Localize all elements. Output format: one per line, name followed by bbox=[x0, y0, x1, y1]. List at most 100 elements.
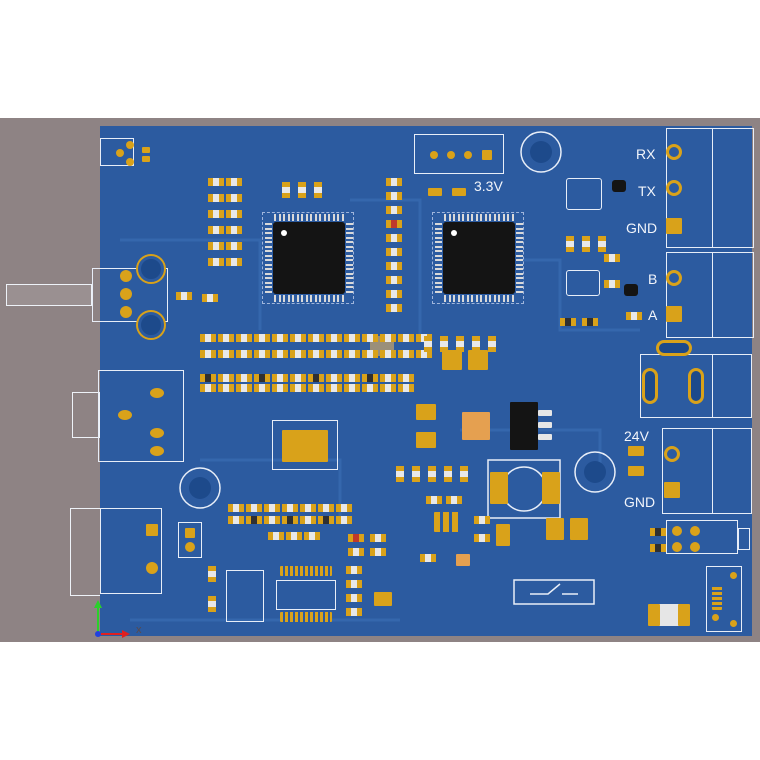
ic-pin bbox=[346, 236, 353, 239]
pin1-marker bbox=[281, 230, 287, 236]
ic-pin bbox=[346, 232, 353, 234]
smd-component bbox=[412, 466, 420, 482]
pad bbox=[142, 156, 150, 162]
smd-component bbox=[650, 544, 666, 552]
ic-pin bbox=[346, 277, 353, 279]
ic-pin bbox=[314, 295, 317, 302]
smd-component bbox=[226, 242, 242, 250]
inductor-pad bbox=[542, 472, 560, 504]
ic-pin bbox=[511, 214, 514, 221]
smd-component bbox=[386, 192, 402, 200]
header-right-lower bbox=[666, 520, 738, 554]
switch-footprint bbox=[100, 138, 134, 166]
smd-component bbox=[208, 242, 224, 250]
ic-pin bbox=[435, 290, 442, 293]
ic-pin bbox=[265, 272, 272, 275]
ic-pin bbox=[283, 295, 285, 302]
ic-pin bbox=[502, 214, 505, 221]
soic-pins-bottom bbox=[280, 612, 332, 622]
ic-pin bbox=[435, 263, 442, 266]
smd-component bbox=[604, 254, 620, 262]
smd-component bbox=[446, 496, 462, 504]
smd-component bbox=[420, 554, 436, 562]
ic-pin bbox=[310, 295, 312, 302]
pad bbox=[434, 512, 460, 532]
ic-pin bbox=[301, 295, 303, 302]
smd-component bbox=[236, 374, 252, 382]
soic-pins-top bbox=[280, 566, 332, 576]
smd-component bbox=[386, 276, 402, 284]
smd-component bbox=[488, 336, 496, 352]
pad bbox=[456, 554, 470, 566]
voltage-regulator bbox=[510, 402, 538, 450]
ic-pin bbox=[337, 214, 339, 221]
ic-pin bbox=[265, 236, 272, 239]
smd-component bbox=[202, 294, 218, 302]
ic-pin bbox=[516, 268, 523, 270]
pad bbox=[416, 404, 436, 420]
smd-component bbox=[362, 374, 378, 382]
ic-pin bbox=[265, 227, 272, 230]
smd-component bbox=[362, 384, 378, 392]
ic-pin bbox=[516, 223, 523, 225]
smd-component bbox=[386, 178, 402, 186]
smd-component bbox=[344, 334, 360, 342]
pad bbox=[648, 604, 660, 626]
ic-pin bbox=[341, 214, 344, 221]
terminal-rs485-inner bbox=[712, 252, 754, 338]
smd-component bbox=[336, 504, 352, 512]
ic-pin bbox=[346, 254, 353, 257]
label-a: A bbox=[648, 307, 658, 323]
ic-pin bbox=[453, 295, 455, 302]
ic-pin bbox=[516, 259, 523, 261]
ic-pin bbox=[475, 214, 478, 221]
smd-component bbox=[236, 384, 252, 392]
ic-pin bbox=[346, 241, 353, 243]
ic-pin bbox=[462, 295, 464, 302]
ic-pin bbox=[435, 254, 442, 257]
ic-pin bbox=[292, 214, 294, 221]
pad bbox=[146, 562, 158, 574]
jack-pad bbox=[118, 410, 132, 420]
smd-component bbox=[426, 496, 442, 504]
smd-component bbox=[208, 194, 224, 202]
pad bbox=[185, 528, 195, 538]
ic-pin bbox=[516, 286, 523, 288]
ic-pin bbox=[516, 263, 523, 266]
smd-component bbox=[218, 374, 234, 382]
ic-pin bbox=[435, 259, 442, 261]
ic-pin bbox=[516, 232, 523, 234]
smd-component bbox=[326, 374, 342, 382]
ic-pin bbox=[265, 290, 272, 293]
pad bbox=[538, 410, 552, 416]
left-jack-tab bbox=[72, 392, 100, 438]
ic-pin bbox=[341, 295, 344, 302]
ic-pin bbox=[346, 223, 353, 225]
ic-pin bbox=[265, 245, 272, 248]
barrel-pad bbox=[656, 340, 692, 356]
smd-component bbox=[208, 178, 224, 186]
ic-pin bbox=[493, 295, 496, 302]
mcu1-outline bbox=[262, 212, 354, 304]
ic-pin bbox=[435, 223, 442, 225]
ffc-connector bbox=[706, 566, 742, 632]
ic-pin bbox=[448, 295, 451, 302]
barrel-connector-inner bbox=[712, 354, 752, 418]
ic-pin bbox=[265, 250, 272, 252]
smd-component bbox=[444, 466, 452, 482]
smd-component bbox=[272, 350, 288, 358]
terminal-pad bbox=[666, 270, 682, 286]
ic-pin bbox=[346, 227, 353, 230]
smd-component bbox=[398, 334, 414, 342]
smd-component bbox=[440, 336, 448, 352]
smd-component bbox=[362, 334, 378, 342]
ic-pin bbox=[435, 272, 442, 275]
pad bbox=[430, 151, 438, 159]
smd-component bbox=[208, 596, 216, 612]
label-rx: RX bbox=[636, 146, 656, 162]
pad bbox=[730, 620, 737, 627]
ic-pin bbox=[323, 295, 326, 302]
header-3v3-footprint bbox=[414, 134, 504, 174]
pad bbox=[468, 350, 488, 370]
smd-component bbox=[228, 504, 244, 512]
